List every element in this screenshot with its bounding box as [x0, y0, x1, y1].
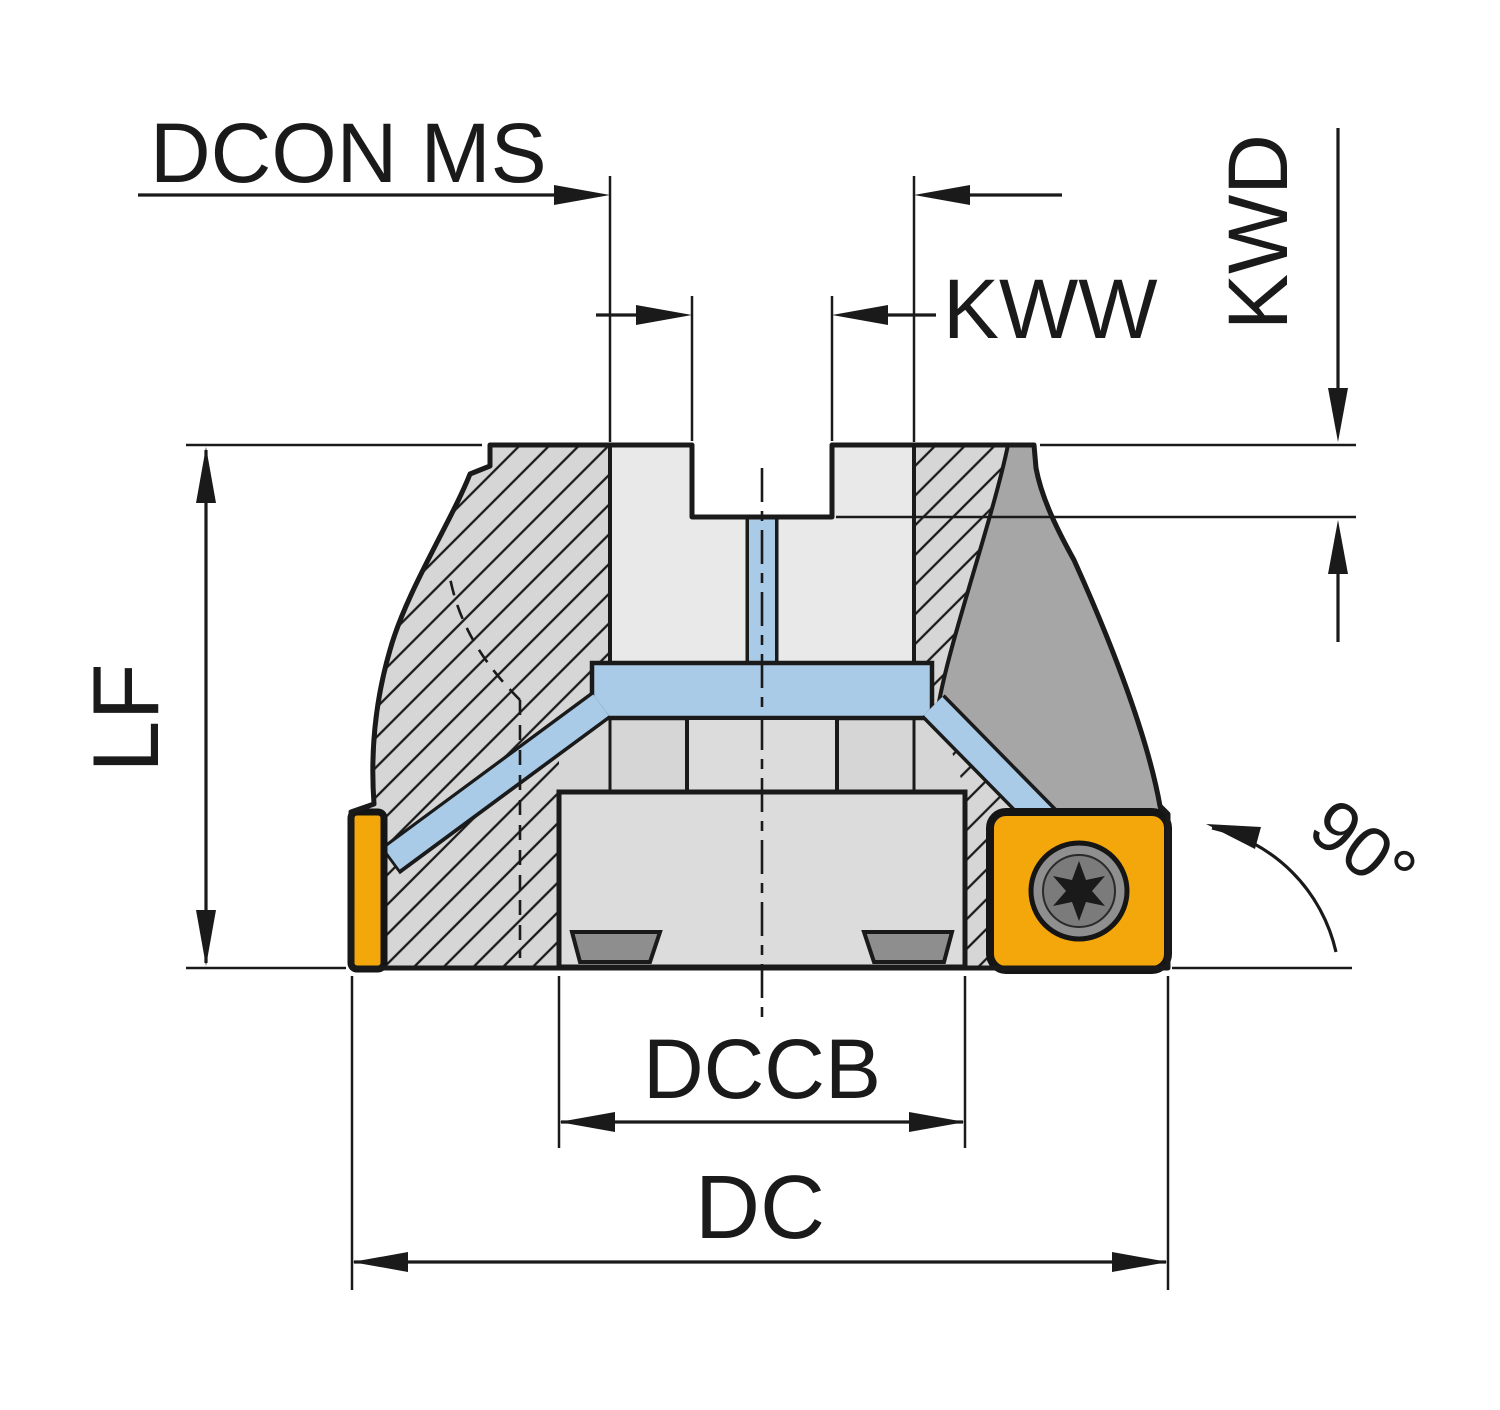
- dimension-dccb: DCCB: [557, 976, 967, 1148]
- lf-arrow-up: [196, 447, 216, 503]
- center-and-hidden-lines: [448, 468, 764, 1020]
- hidden-bore-curve: [448, 577, 521, 701]
- angle-90: 90°: [1172, 784, 1430, 970]
- section-hatch-right-upper: [914, 445, 1008, 708]
- inserts: [347, 808, 1172, 974]
- label-kwd: KWD: [1211, 134, 1305, 330]
- dimension-dcon-ms: DCON MS: [138, 106, 1062, 442]
- torx-screw-icon: [1053, 861, 1105, 921]
- dimension-kww: KWW: [596, 262, 1158, 441]
- dimension-dc: DC: [350, 976, 1170, 1290]
- label-dc: DC: [695, 1158, 825, 1258]
- dcon-arrow-left: [554, 185, 610, 205]
- dimension-lf: LF: [73, 443, 482, 970]
- body-outline: [348, 442, 1171, 971]
- hub-and-cylinder: [556, 716, 968, 970]
- kww-arrow-right: [832, 305, 888, 325]
- label-angle: 90°: [1295, 784, 1430, 914]
- dccb-arrow-right: [909, 1112, 965, 1132]
- label-lf: LF: [73, 663, 178, 773]
- label-kww: KWW: [943, 262, 1158, 356]
- kww-arrow-left: [636, 305, 692, 325]
- dc-arrow-left: [352, 1252, 408, 1272]
- coolant-diagonal-right: [923, 696, 1054, 829]
- far-insert-right: [861, 930, 955, 964]
- kwd-arrow-down: [1328, 388, 1348, 442]
- coolant-diagonal-left: [384, 694, 609, 870]
- angle-arrow: [1206, 824, 1261, 849]
- label-dcon-ms: DCON MS: [150, 106, 547, 200]
- far-insert-left: [569, 930, 663, 964]
- lf-arrow-down: [196, 910, 216, 966]
- dcon-arrow-right: [914, 185, 970, 205]
- dccb-arrow-left: [559, 1112, 615, 1132]
- left-insert: [347, 808, 388, 973]
- dc-arrow-right: [1112, 1252, 1168, 1272]
- kwd-arrow-up: [1328, 520, 1348, 574]
- dimension-kwd: KWD: [836, 128, 1356, 642]
- label-dccb: DCCB: [643, 1022, 881, 1116]
